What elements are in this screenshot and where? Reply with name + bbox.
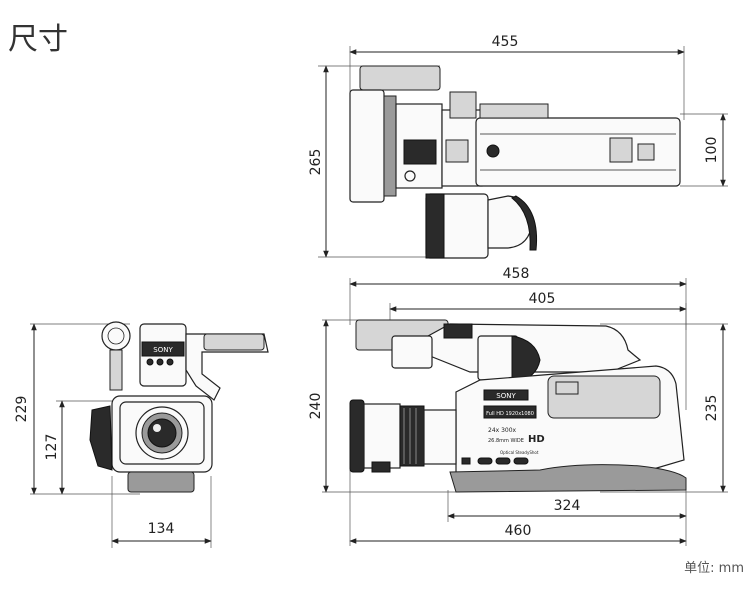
- side-steady-text: Optical SteadyShot: [500, 450, 539, 455]
- dim-front-height: 229: [14, 396, 30, 423]
- unit-label: 单位: mm: [684, 561, 744, 576]
- front-sony-badge: SONY: [153, 346, 173, 354]
- dim-side-height: 240: [308, 393, 324, 420]
- dim-top-height: 265: [308, 149, 324, 176]
- dim-side-height-right: 235: [704, 395, 720, 422]
- front-view: SONY 229 127 134: [14, 321, 269, 548]
- side-view: SONY Full HD 1920x1080 24x 300x 26.8mm W…: [308, 266, 728, 546]
- side-sony-badge: SONY: [496, 392, 516, 400]
- dim-side-length-total: 458: [503, 266, 530, 282]
- page-title: 尺寸: [8, 22, 68, 57]
- side-zoom-text: 24x 300x: [488, 427, 517, 434]
- top-view-camera: [349, 65, 681, 259]
- side-view-camera: SONY Full HD 1920x1080 24x 300x 26.8mm W…: [349, 319, 687, 493]
- dim-front-lens-height: 127: [44, 434, 60, 461]
- dim-side-base: 324: [554, 498, 581, 514]
- front-view-camera: SONY: [89, 321, 269, 493]
- dim-top-depth: 100: [704, 137, 720, 164]
- side-lens-text: 26.8mm WIDE: [488, 438, 524, 444]
- side-fullhd-badge: Full HD 1920x1080: [486, 411, 534, 417]
- dim-top-width: 455: [492, 34, 519, 50]
- dim-side-length-body: 405: [529, 291, 556, 307]
- top-view: 455 265 100: [308, 34, 728, 259]
- dim-front-width: 134: [148, 521, 175, 537]
- side-hd-text: HD: [528, 434, 545, 445]
- dim-side-bottom-total: 460: [505, 523, 532, 539]
